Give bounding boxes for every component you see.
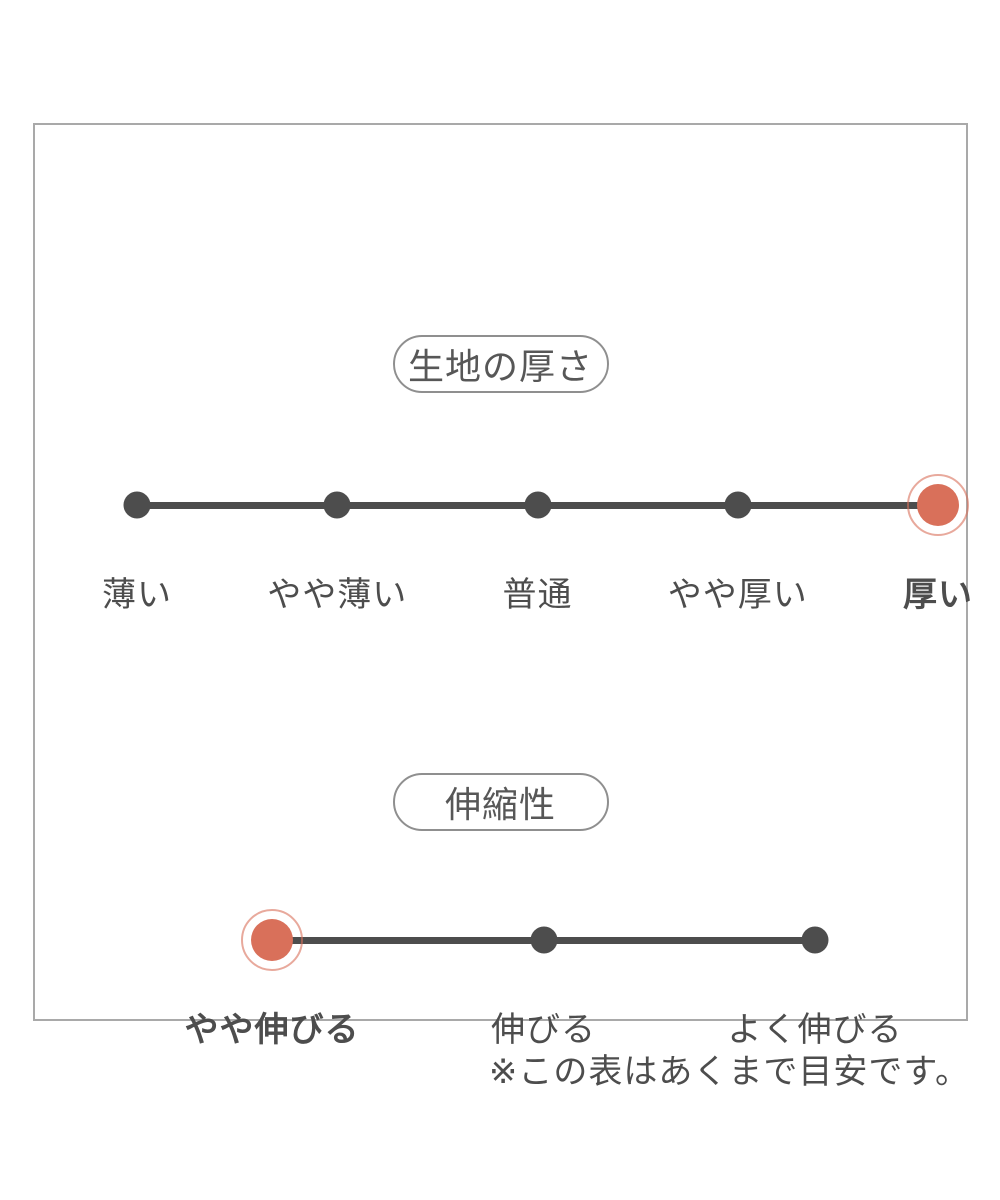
scale-label: 厚い <box>903 576 973 614</box>
chart-frame: 生地の厚さ 薄い やや薄い 普通 やや厚い 厚い 伸縮性 やや伸びる 伸びる よく伸びる <box>33 123 972 1049</box>
stretch-title: 伸縮性 <box>444 784 556 825</box>
scale-dot <box>530 926 557 954</box>
disclaimer-note: ※この表はあくまで目安です。 <box>488 1053 970 1091</box>
selected-scale-dot <box>241 909 303 971</box>
selected-scale-dot <box>907 474 969 536</box>
scale-label: やや厚い <box>667 576 808 614</box>
thickness-title: 生地の厚さ <box>407 346 593 387</box>
scale-dot <box>524 491 551 519</box>
scale-dot <box>801 926 829 954</box>
scale-label: 伸びる <box>491 1011 596 1049</box>
scale-label: やや薄い <box>267 576 408 614</box>
scale-label: 普通 <box>502 576 573 614</box>
scale-dot <box>323 491 351 519</box>
scale-dot <box>123 491 151 519</box>
thickness-title-pill: 生地の厚さ <box>392 335 609 393</box>
scale-dot <box>724 491 752 519</box>
scale-label: やや伸びる <box>184 1011 360 1049</box>
stretch-title-pill: 伸縮性 <box>392 773 609 831</box>
scale-label: よく伸びる <box>727 1011 903 1049</box>
scale-label: 薄い <box>102 576 172 614</box>
